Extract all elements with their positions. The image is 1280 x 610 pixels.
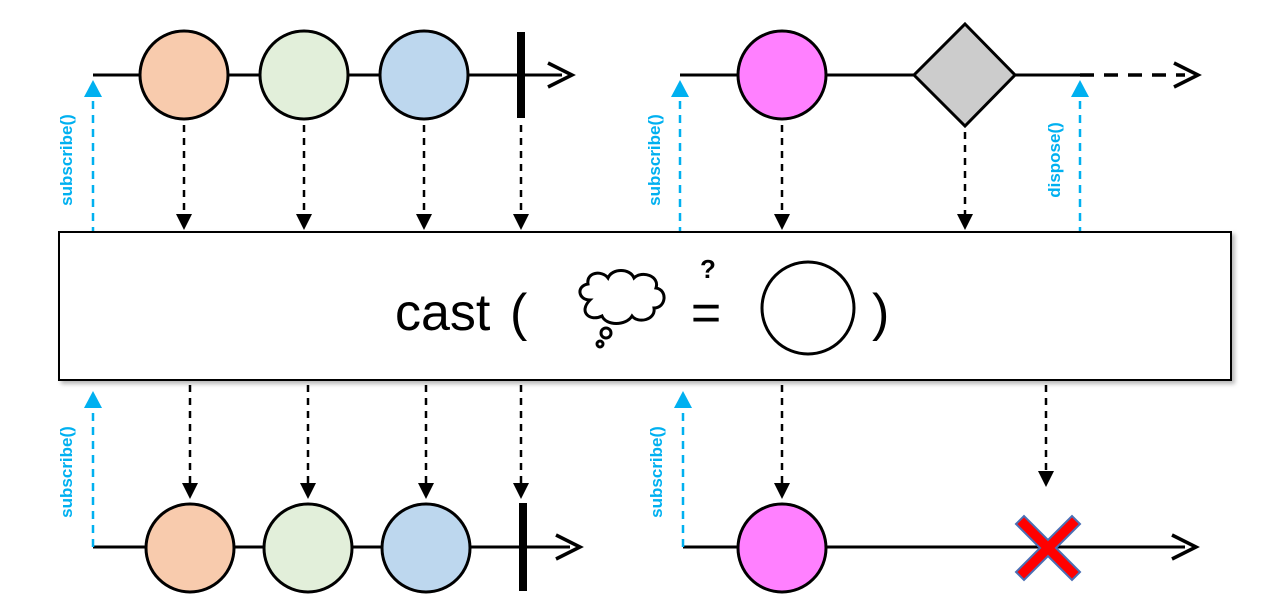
dispose-arrow-icon <box>1071 80 1089 97</box>
left-input-marble-blue <box>378 29 470 121</box>
left-input-marble-green <box>258 29 350 121</box>
right-input-dispose-label: dispose() <box>1045 122 1064 198</box>
operator-open-paren: ( <box>510 284 528 342</box>
right-input-marble-pink <box>736 29 828 121</box>
left-output-marble-green <box>262 502 354 594</box>
left-output-timeline <box>84 391 584 594</box>
right-input-diamond <box>911 21 1018 129</box>
right-input-subscribe-label: subscribe() <box>645 114 664 206</box>
right-output-timeline <box>674 391 1200 594</box>
right-input-timeline <box>671 21 1202 235</box>
left-input-subscribe-label: subscribe() <box>57 114 76 206</box>
right-output-marble-pink <box>736 502 828 594</box>
subscribe-arrow-icon <box>84 391 102 408</box>
left-input-timeline <box>84 29 576 235</box>
right-output-down-arrows <box>780 385 1048 487</box>
operator-name: cast <box>395 284 491 342</box>
left-output-marble-orange <box>144 502 236 594</box>
left-input-marble-orange <box>138 29 230 121</box>
equals-sign: = <box>691 284 721 342</box>
question-mark: ? <box>700 254 716 284</box>
thought-cloud-icon <box>578 269 666 349</box>
left-output-marble-blue <box>380 502 472 594</box>
left-output-subscribe-label: subscribe() <box>57 426 76 518</box>
subscribe-arrow-icon <box>84 80 102 97</box>
subscribe-arrow-icon <box>674 391 692 408</box>
target-type-circle <box>760 260 856 356</box>
operator-close-paren: ) <box>872 284 889 342</box>
error-x-icon <box>1014 514 1082 582</box>
right-input-down-arrows <box>780 125 967 218</box>
left-output-down-arrows <box>188 385 523 487</box>
left-input-down-arrows <box>182 125 523 218</box>
right-output-subscribe-label: subscribe() <box>647 426 666 518</box>
subscribe-arrow-icon <box>671 80 689 97</box>
